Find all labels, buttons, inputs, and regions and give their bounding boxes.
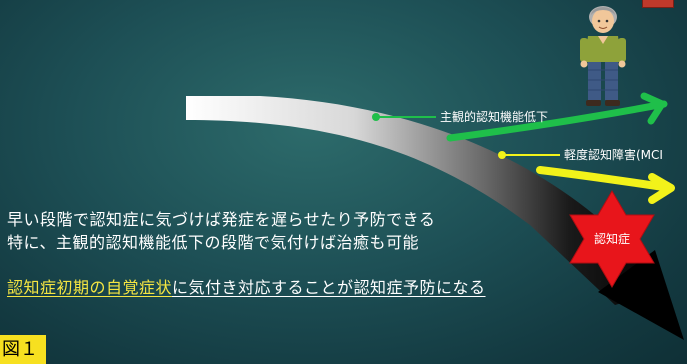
corner-marker bbox=[642, 0, 674, 8]
text-line-2: 特に、主観的認知機能低下の段階で気付けば治癒も可能 bbox=[7, 233, 420, 252]
label-subjective: 主観的認知機能低下 bbox=[440, 109, 548, 124]
highlight-phrase: 認知症初期の自覚症状 bbox=[7, 278, 173, 297]
dementia-star bbox=[569, 190, 655, 288]
text-line-3-rest: に気付き対応することが認知症予防になる bbox=[172, 278, 486, 297]
text-line-3: 認知症初期の自覚症状に気付き対応することが認知症予防になる bbox=[7, 274, 486, 298]
subjective-pointer bbox=[372, 113, 436, 121]
mci-pointer bbox=[498, 151, 560, 159]
elderly-man-icon bbox=[580, 6, 626, 106]
label-dementia: 認知症 bbox=[594, 231, 630, 246]
green-arrow bbox=[446, 92, 668, 142]
figure-label: 図１ bbox=[0, 335, 46, 364]
dementia-arrow-head bbox=[598, 250, 684, 340]
label-mci: 軽度認知障害(MCI bbox=[564, 147, 663, 162]
text-line-1: 早い段階で認知症に気づけば発症を遅らせたり予防できる bbox=[7, 210, 436, 229]
yellow-arrow bbox=[536, 166, 675, 204]
